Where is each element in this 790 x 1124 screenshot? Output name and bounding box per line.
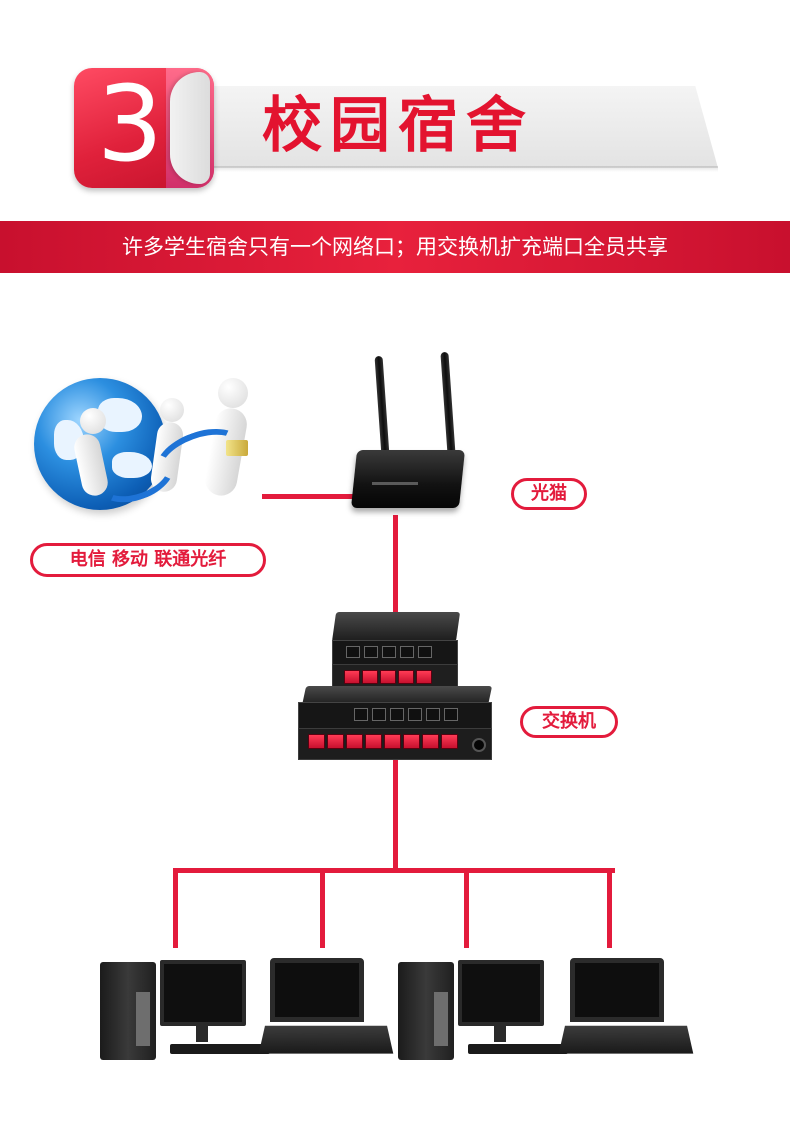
line-bus-horizontal: [173, 868, 615, 873]
ethernet-port: [403, 734, 420, 749]
ethernet-port: [400, 646, 414, 658]
pc-tower-panel: [434, 992, 448, 1046]
ethernet-port: [408, 708, 422, 721]
ethernet-port: [365, 734, 382, 749]
pc-tower-panel: [136, 992, 150, 1046]
desktop-computer-1: [92, 950, 282, 1062]
laptop-icon: [270, 958, 364, 1022]
subtitle-text: 许多学生宿舍只有一个网络口；用交换机扩充端口全员共享: [0, 221, 790, 273]
header-banner-shadow: [150, 166, 718, 172]
ethernet-port: [382, 646, 396, 658]
ethernet-port: [372, 708, 386, 721]
globe-people-illustration: [28, 360, 264, 530]
antenna-icon: [375, 356, 390, 456]
antenna-icon: [440, 352, 455, 456]
ethernet-port: [422, 734, 439, 749]
ethernet-port: [327, 734, 344, 749]
monitor-icon: [458, 960, 544, 1026]
monitor-stand: [196, 1026, 208, 1042]
rj45-plug-icon: [226, 440, 248, 456]
ethernet-port: [380, 670, 396, 684]
laptop-keyboard: [259, 1026, 394, 1054]
ethernet-port: [346, 646, 360, 658]
ethernet-port: [364, 646, 378, 658]
network-switch-stack: [296, 606, 496, 762]
laptop-computer-1: [262, 954, 392, 1064]
laptop-computer-2: [562, 954, 692, 1064]
keyboard-icon: [170, 1044, 270, 1054]
ethernet-port: [444, 708, 458, 721]
ethernet-port: [398, 670, 414, 684]
line-drop-pc-2: [464, 868, 469, 948]
line-switch-to-bus: [393, 758, 398, 870]
page-title: 校园宿舍: [262, 88, 682, 164]
laptop-icon: [570, 958, 664, 1022]
laptop-keyboard: [559, 1026, 694, 1054]
router-body: [351, 450, 465, 508]
ethernet-port: [384, 734, 401, 749]
ethernet-port: [362, 670, 378, 684]
desktop-computer-2: [390, 950, 580, 1062]
person-figure-icon: [80, 408, 106, 434]
line-drop-laptop-2: [607, 868, 612, 948]
small-switch-top: [332, 612, 460, 642]
line-drop-pc-1: [173, 868, 178, 948]
person-figure-icon: [218, 378, 248, 408]
line-drop-laptop-1: [320, 868, 325, 948]
ethernet-port: [344, 670, 360, 684]
optical-modem-router: [340, 350, 470, 520]
isp-label: 电信 移动 联通光纤: [30, 543, 266, 577]
ethernet-port: [354, 708, 368, 721]
section-number: 3: [82, 62, 178, 186]
monitor-icon: [160, 960, 246, 1026]
ethernet-port: [416, 670, 432, 684]
ethernet-port: [418, 646, 432, 658]
ethernet-port: [441, 734, 458, 749]
keyboard-icon: [468, 1044, 568, 1054]
person-figure-icon: [160, 398, 184, 422]
ethernet-port: [346, 734, 363, 749]
ethernet-port: [426, 708, 440, 721]
power-jack-icon: [472, 738, 486, 752]
ethernet-port: [390, 708, 404, 721]
router-led-strip: [372, 482, 418, 485]
ethernet-port: [308, 734, 325, 749]
switch-label: 交换机: [520, 706, 618, 738]
monitor-stand: [494, 1026, 506, 1042]
modem-label: 光猫: [511, 478, 587, 510]
